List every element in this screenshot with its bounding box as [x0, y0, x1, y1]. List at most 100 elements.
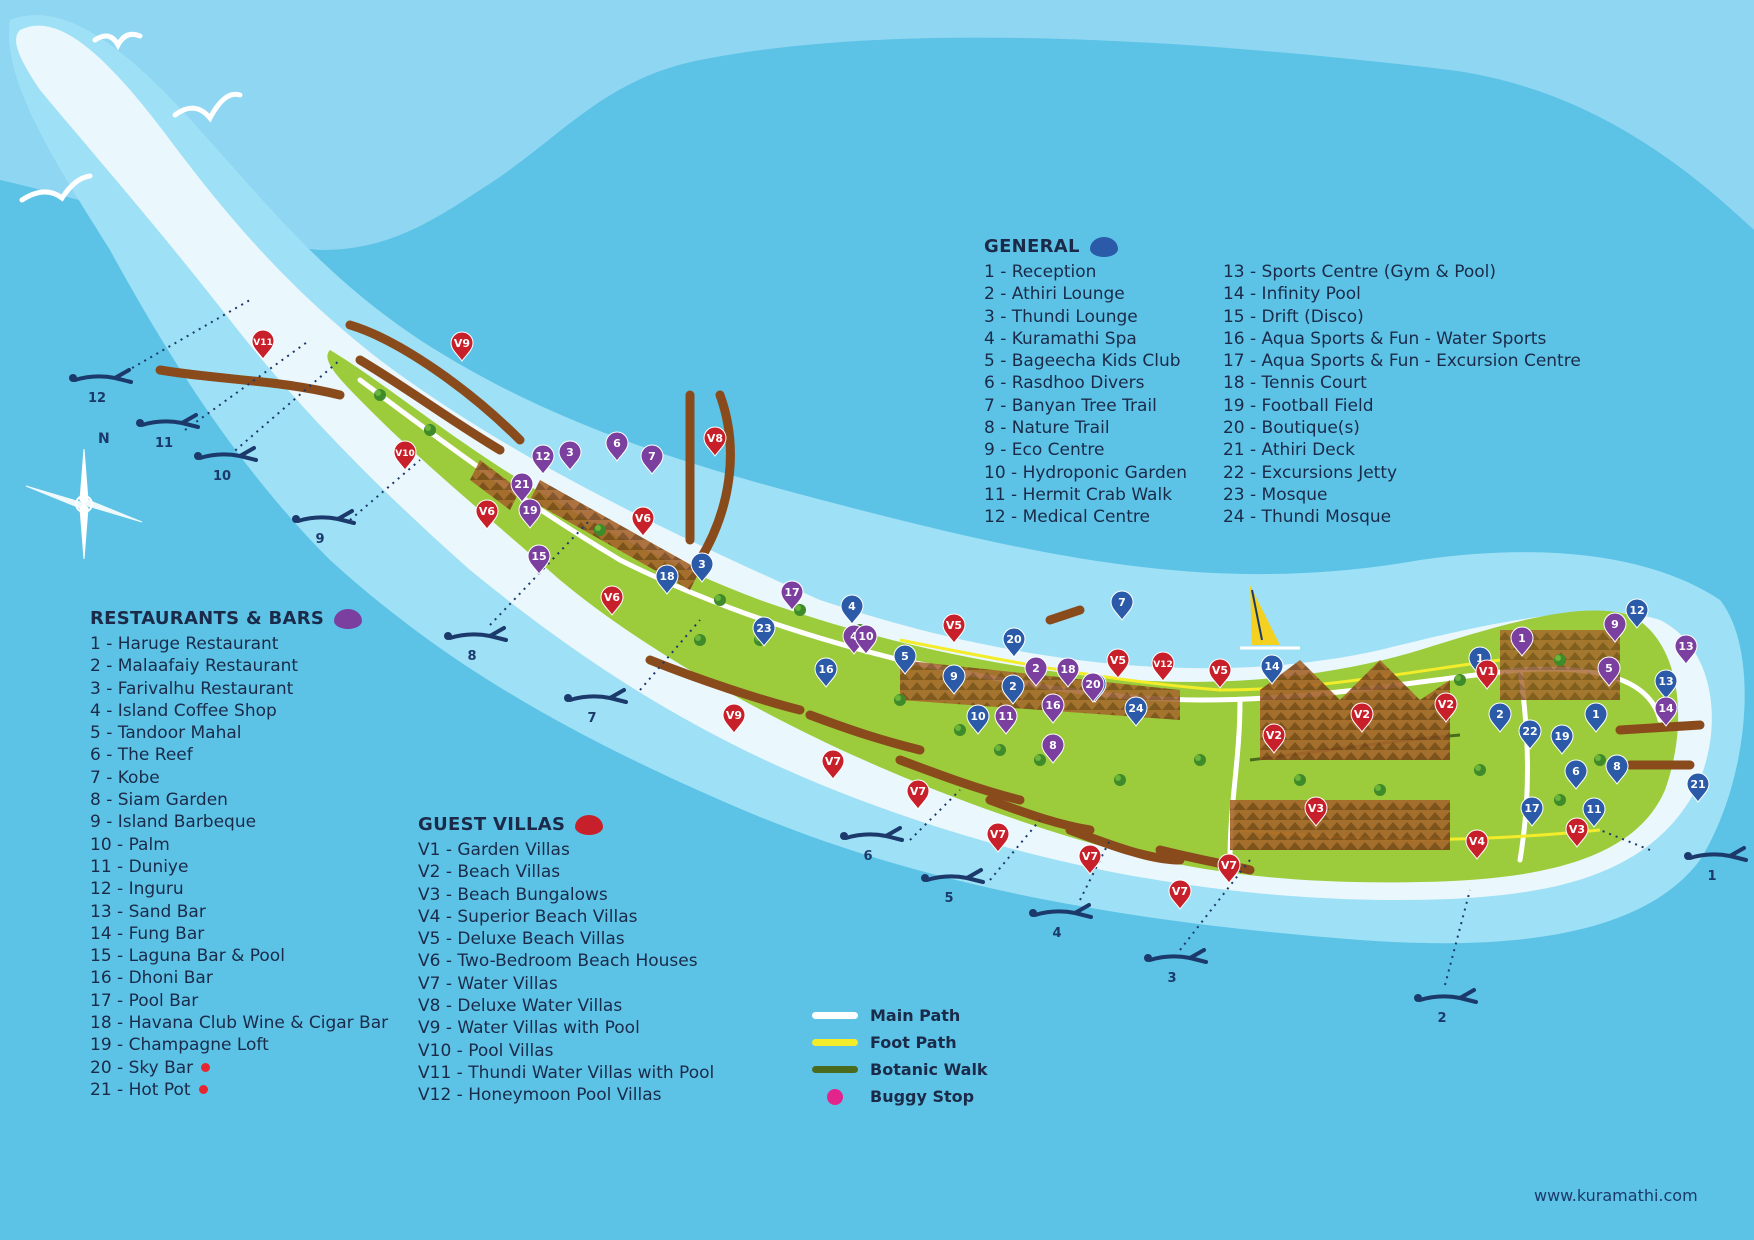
villa-marker-V9[interactable]: V9: [450, 331, 474, 362]
general-marker-19[interactable]: 19: [1550, 724, 1574, 755]
svg-text:V6: V6: [635, 512, 652, 525]
restaurant-marker-11[interactable]: 11: [994, 704, 1018, 735]
villa-marker-V6[interactable]: V6: [631, 506, 655, 537]
villa-list-item: V1 - Garden Villas: [418, 840, 570, 860]
villa-marker-V9[interactable]: V9: [722, 703, 746, 734]
villa-list-item: V5 - Deluxe Beach Villas: [418, 929, 625, 950]
general-marker-21[interactable]: 21: [1686, 772, 1710, 803]
general-marker-11[interactable]: 11: [1582, 797, 1606, 828]
restaurant-list-item: 21 - Hot Pot: [90, 1079, 388, 1101]
general-marker-22[interactable]: 22: [1518, 719, 1542, 750]
restaurant-marker-17[interactable]: 17: [780, 580, 804, 611]
general-marker-2[interactable]: 2: [1001, 674, 1025, 705]
villa-marker-V7[interactable]: V7: [1078, 844, 1102, 875]
svg-text:1: 1: [1592, 708, 1600, 721]
restaurant-list-item: 6 - The Reef: [90, 745, 193, 766]
villa-marker-V2[interactable]: V2: [1434, 692, 1458, 723]
restaurant-marker-15[interactable]: 15: [527, 544, 551, 575]
villa-marker-V5[interactable]: V5: [942, 613, 966, 644]
villa-marker-V3[interactable]: V3: [1565, 817, 1589, 848]
restaurant-marker-13[interactable]: 13: [1674, 634, 1698, 665]
villa-list-item: V7 - Water Villas: [418, 973, 558, 994]
general-marker-2[interactable]: 2: [1488, 702, 1512, 733]
path-legend-item: Botanic Walk: [812, 1056, 988, 1083]
svg-text:18: 18: [1060, 663, 1075, 676]
general-marker-7[interactable]: 7: [1110, 590, 1134, 621]
villa-marker-V7[interactable]: V7: [906, 779, 930, 810]
restaurant-marker-2[interactable]: 2: [1024, 656, 1048, 687]
villa-marker-V7[interactable]: V7: [1168, 879, 1192, 910]
dive-site-lines: [119, 299, 1651, 986]
general-marker-24[interactable]: 24: [1124, 696, 1148, 727]
general-marker-12[interactable]: 12: [1625, 598, 1649, 629]
svg-text:14: 14: [1264, 660, 1280, 673]
restaurant-marker-5[interactable]: 5: [1597, 656, 1621, 687]
svg-text:4: 4: [850, 630, 858, 643]
dive-site-label: 12: [88, 391, 106, 406]
villa-marker-V10[interactable]: V10: [393, 440, 417, 471]
general-marker-9[interactable]: 9: [942, 664, 966, 695]
general-marker-14[interactable]: 14: [1260, 654, 1284, 685]
svg-text:2: 2: [1009, 680, 1017, 693]
svg-text:8: 8: [1049, 739, 1057, 752]
general-marker-1[interactable]: 1: [1584, 702, 1608, 733]
villa-marker-V3[interactable]: V3: [1304, 796, 1328, 827]
general-marker-3[interactable]: 3: [690, 552, 714, 583]
general-list-item: 6 - Rasdhoo Divers: [984, 373, 1145, 394]
general-marker-10[interactable]: 10: [966, 704, 990, 735]
restaurant-marker-21[interactable]: 21: [510, 472, 534, 503]
restaurant-marker-16[interactable]: 16: [1041, 693, 1065, 724]
general-list-item: 7 - Banyan Tree Trail: [984, 395, 1157, 416]
restaurant-marker-1[interactable]: 1: [1510, 626, 1534, 657]
seagull-icons: [19, 31, 243, 203]
villa-marker-V12[interactable]: V12: [1151, 651, 1175, 682]
svg-text:V7: V7: [1082, 850, 1098, 863]
villa-marker-V7[interactable]: V7: [1217, 853, 1241, 884]
general-marker-8[interactable]: 8: [1605, 754, 1629, 785]
villa-marker-V5[interactable]: V5: [1106, 648, 1130, 679]
restaurant-marker-14[interactable]: 14: [1654, 696, 1678, 727]
restaurant-marker-20[interactable]: 20: [1081, 672, 1105, 703]
svg-text:13: 13: [1678, 640, 1693, 653]
website-url[interactable]: www.kuramathi.com: [1534, 1186, 1698, 1205]
general-marker-6[interactable]: 6: [1564, 759, 1588, 790]
villa-marker-V8[interactable]: V8: [703, 426, 727, 457]
restaurant-marker-7[interactable]: 7: [640, 444, 664, 475]
general-marker-4[interactable]: 4: [840, 594, 864, 625]
restaurant-list-item: 8 - Siam Garden: [90, 790, 228, 811]
villa-marker-V6[interactable]: V6: [475, 499, 499, 530]
villa-marker-V7[interactable]: V7: [821, 749, 845, 780]
map-markers: 1122345678910111213141516171819202021222…: [251, 329, 1710, 910]
restaurant-marker-3[interactable]: 3: [558, 440, 582, 471]
general-marker-17[interactable]: 17: [1520, 796, 1544, 827]
villa-list-item: V8 - Deluxe Water Villas: [418, 996, 623, 1017]
villa-list-item: V2 - Beach Villas: [418, 862, 561, 883]
general-marker-18[interactable]: 18: [655, 564, 679, 595]
restaurant-marker-10[interactable]: 10: [854, 624, 878, 655]
restaurant-marker-19[interactable]: 19: [518, 498, 542, 529]
general-list-item: 8 - Nature Trail: [984, 418, 1110, 439]
general-marker-23[interactable]: 23: [752, 616, 776, 647]
general-list-item: 5 - Bageecha Kids Club: [984, 351, 1181, 372]
svg-text:21: 21: [1690, 778, 1705, 791]
villa-marker-V2[interactable]: V2: [1350, 702, 1374, 733]
svg-text:20: 20: [1006, 633, 1022, 646]
general-marker-5[interactable]: 5: [893, 644, 917, 675]
restaurant-marker-6[interactable]: 6: [605, 431, 629, 462]
villa-marker-V2[interactable]: V2: [1262, 723, 1286, 754]
general-marker-20[interactable]: 20: [1002, 627, 1026, 658]
restaurant-marker-18[interactable]: 18: [1056, 657, 1080, 688]
general-marker-16[interactable]: 16: [814, 657, 838, 688]
villa-marker-V6[interactable]: V6: [600, 585, 624, 616]
restaurant-marker-12[interactable]: 12: [531, 444, 555, 475]
restaurant-marker-8[interactable]: 8: [1041, 733, 1065, 764]
villa-marker-V11[interactable]: V11: [251, 329, 275, 360]
svg-text:V10: V10: [395, 449, 415, 459]
villa-marker-V1[interactable]: V1: [1475, 659, 1499, 690]
general-marker-13[interactable]: 13: [1654, 669, 1678, 700]
villa-marker-V5[interactable]: V5: [1208, 658, 1232, 689]
villa-marker-V7[interactable]: V7: [986, 822, 1010, 853]
villa-marker-V4[interactable]: V4: [1465, 829, 1489, 860]
restaurant-marker-9[interactable]: 9: [1603, 612, 1627, 643]
svg-text:8: 8: [1613, 760, 1621, 773]
